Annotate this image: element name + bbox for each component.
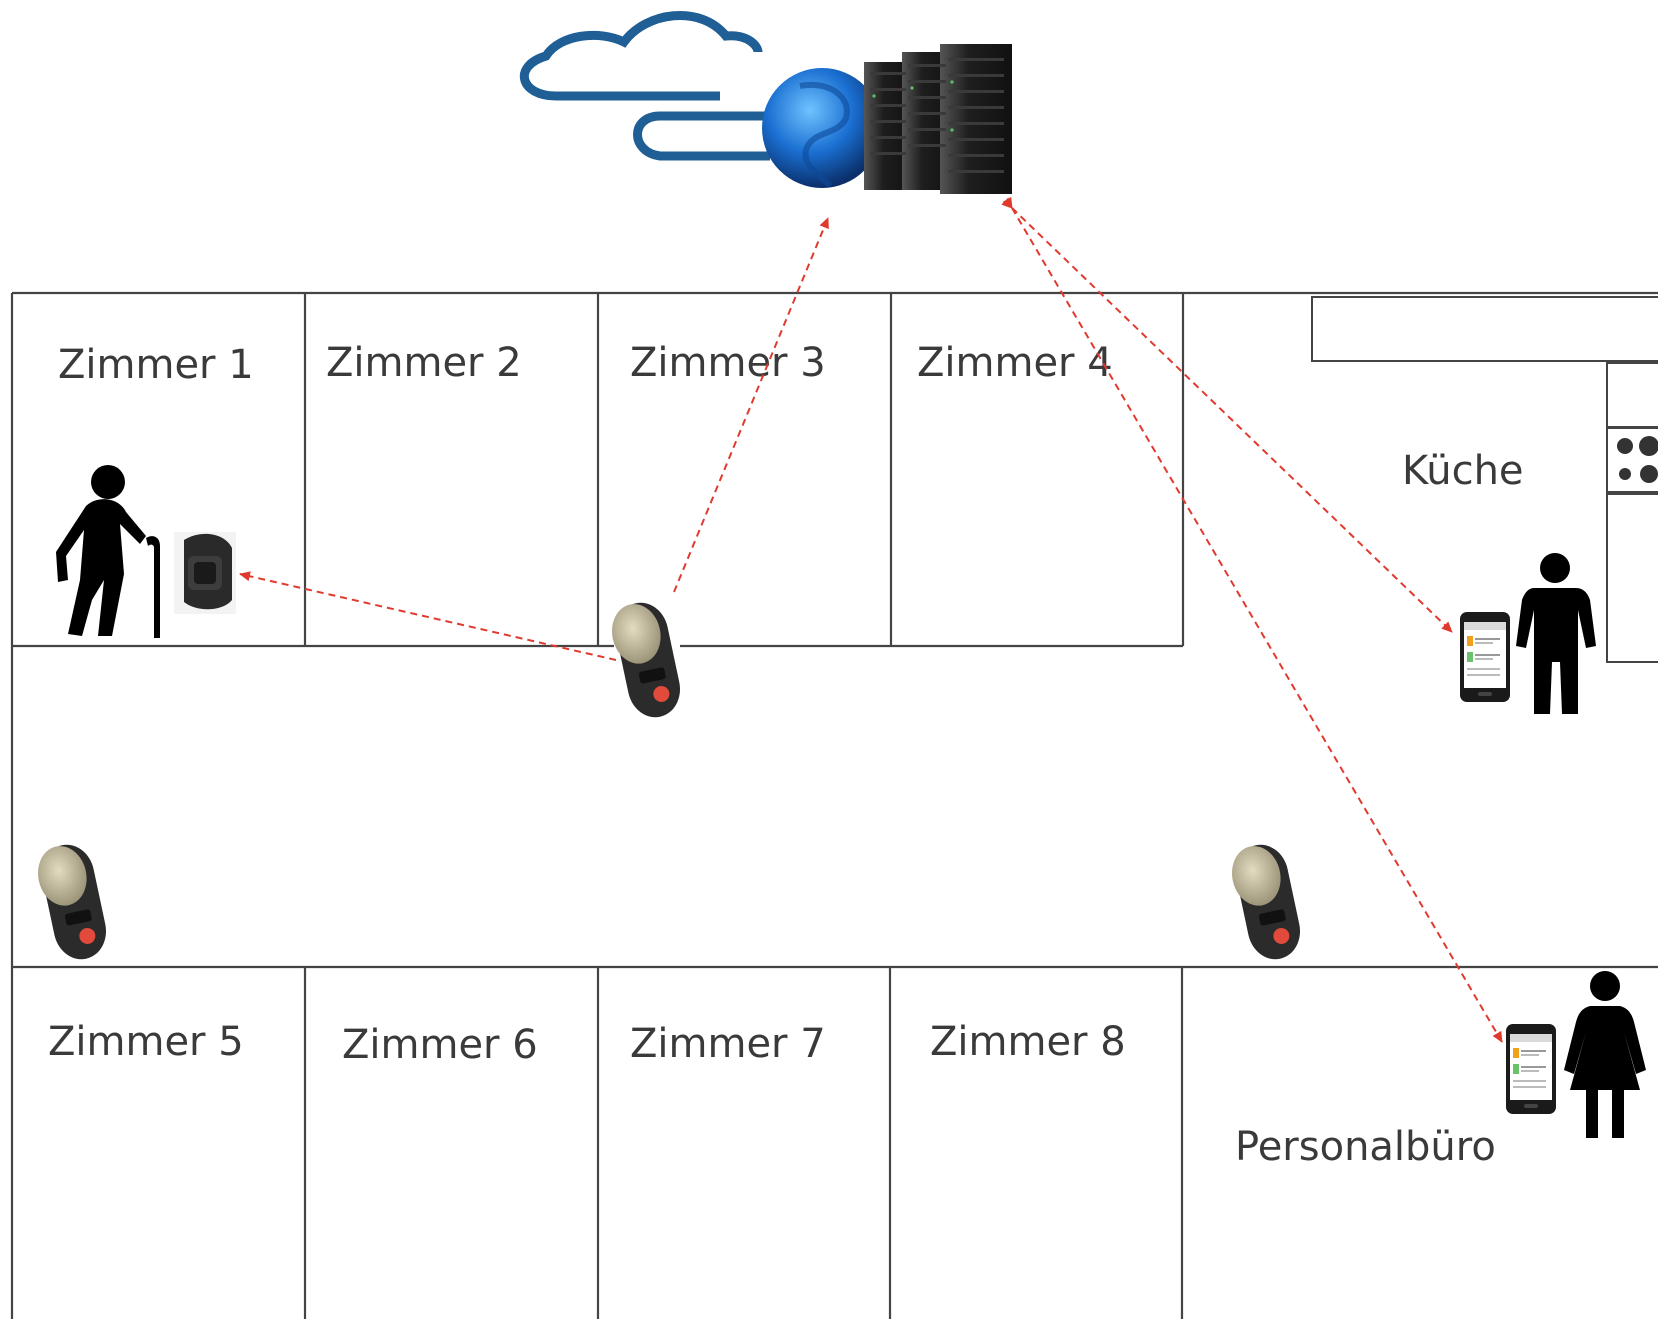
room-label-kueche: Küche — [1402, 448, 1524, 494]
globe-icon — [762, 68, 882, 189]
link-gateway-to-cloud — [673, 217, 829, 593]
smartphone-icon — [1460, 612, 1510, 702]
connection-arrows — [239, 196, 1503, 1043]
room-label-zimmer-4: Zimmer 4 — [917, 340, 1113, 386]
stove-icon — [1606, 427, 1658, 493]
room-label-zimmer-6: Zimmer 6 — [342, 1022, 538, 1068]
link-server-to-kitchen-phone — [1001, 197, 1453, 633]
wall-receiver-device-icon — [1226, 839, 1306, 965]
room-label-zimmer-2: Zimmer 2 — [326, 340, 522, 386]
cloud-icon — [519, 11, 770, 161]
wall-receiver-device-icon — [32, 839, 112, 965]
room-label-zimmer-5: Zimmer 5 — [48, 1019, 244, 1065]
elderly-person-with-cane-icon — [56, 465, 160, 638]
wrist-call-button-icon — [174, 532, 236, 614]
link-server-to-office-phone — [1002, 196, 1503, 1043]
room-label-zimmer-7: Zimmer 7 — [630, 1021, 826, 1067]
smartphone-icon — [1506, 1024, 1556, 1114]
room-label-zimmer-8: Zimmer 8 — [930, 1019, 1126, 1065]
room-label-zimmer-1: Zimmer 1 — [58, 342, 254, 388]
server-rack-icon — [864, 44, 1012, 194]
room-label-personalbuero: Personalbüro — [1235, 1124, 1496, 1170]
man-icon — [1516, 553, 1596, 714]
room-label-zimmer-3: Zimmer 3 — [630, 340, 826, 386]
woman-icon — [1564, 971, 1646, 1138]
wall-receiver-device-icon — [606, 597, 686, 723]
link-gateway-to-wristband — [239, 571, 617, 661]
